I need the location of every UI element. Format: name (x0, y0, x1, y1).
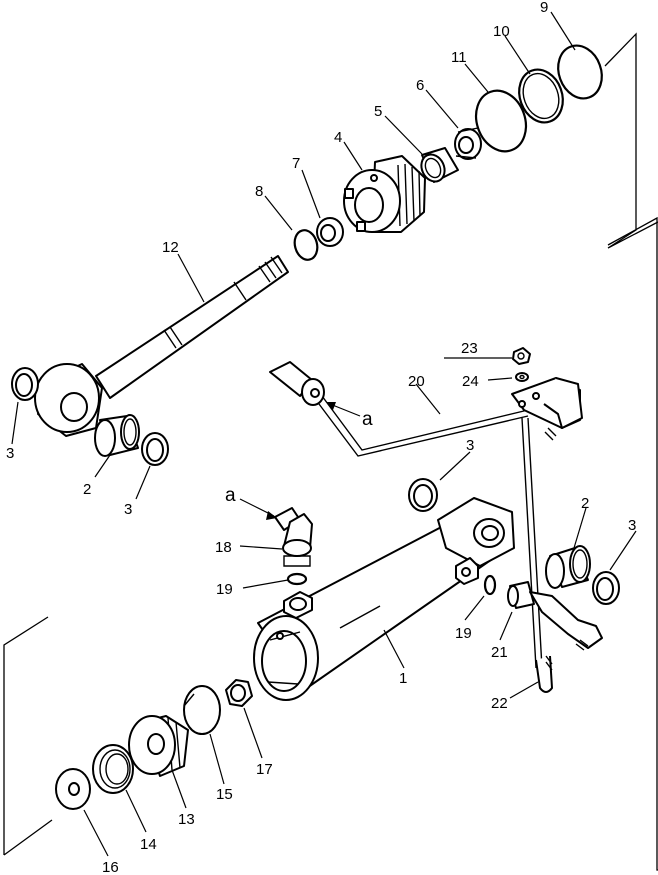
callout-23: 23 (461, 340, 478, 357)
callout-7: 7 (292, 155, 300, 172)
part-17-piston-nut (225, 679, 253, 707)
part-5-bushing (420, 147, 459, 183)
part-21-fitting (507, 581, 603, 651)
callout-6: 6 (416, 77, 424, 94)
callout-3-left: 3 (6, 445, 14, 462)
part-7-wiper-seal (316, 217, 344, 247)
callout-3-middle: 3 (466, 437, 474, 454)
part-3-dust-seal-lower-left (141, 432, 169, 466)
part-4-cylinder-head (343, 155, 426, 233)
part-2-bushing-right (545, 545, 591, 589)
assembly-bracket-lower (3, 616, 53, 856)
callout-18: 18 (215, 539, 232, 556)
callout-17: 17 (256, 761, 273, 778)
reference-arrow-upper: a (326, 402, 373, 430)
callout-16: 16 (102, 859, 119, 875)
part-6-rod-seal (454, 127, 482, 160)
callout-2-right: 2 (581, 495, 589, 512)
callout-24: 24 (462, 373, 479, 390)
callout-3-right: 3 (628, 517, 636, 534)
part-19-o-ring-right (483, 574, 497, 596)
reference-arrow-lower: a (225, 485, 277, 520)
part-9-o-ring (557, 44, 603, 100)
part-24-washer (515, 372, 529, 382)
callout-numbers: 9 10 11 6 5 4 7 8 12 23 24 20 3 2 3 3 2 … (6, 0, 636, 875)
part-8-snap-ring (293, 229, 319, 261)
reference-label-a-upper: a (362, 409, 373, 430)
callout-12: 12 (162, 239, 179, 256)
part-14-piston-seal (92, 744, 134, 794)
callout-22: 22 (491, 695, 508, 712)
part-11-o-ring (474, 89, 528, 153)
callout-15: 15 (216, 786, 233, 803)
callout-10: 10 (493, 23, 510, 40)
part-3-dust-seal-right (592, 571, 620, 605)
part-16-washer (55, 768, 91, 810)
callout-14: 14 (140, 836, 157, 853)
part-18-elbow-fitting (274, 507, 313, 567)
part-2-bushing-left (94, 414, 140, 457)
part-3-dust-seal-left (11, 367, 39, 401)
callout-8: 8 (255, 183, 263, 200)
callout-19-right: 19 (455, 625, 472, 642)
part-20-pipe (269, 361, 583, 457)
callout-9: 9 (540, 0, 548, 16)
callout-5: 5 (374, 103, 382, 120)
callout-3-lower-left: 3 (124, 501, 132, 518)
part-1-cylinder-tube (253, 497, 515, 701)
callout-20: 20 (408, 373, 425, 390)
callout-4: 4 (334, 129, 342, 146)
part-22-u-bolt (521, 417, 553, 693)
part-10-backup-ring (518, 68, 564, 124)
callout-2-left: 2 (83, 481, 91, 498)
callout-1: 1 (399, 670, 407, 687)
callout-19-upper: 19 (216, 581, 233, 598)
reference-label-a-lower: a (225, 485, 236, 506)
part-23-nut (512, 347, 531, 365)
assembly-bracket-upper-lines (604, 32, 658, 249)
assembly-bracket-upper (607, 216, 658, 871)
callout-21: 21 (491, 644, 508, 661)
part-12-piston-rod (34, 255, 289, 437)
part-15-wear-ring (183, 685, 221, 735)
callout-13: 13 (178, 811, 195, 828)
leader-lines (11, 11, 637, 857)
callout-11: 11 (451, 49, 467, 66)
part-13-piston (128, 715, 189, 777)
part-3-dust-seal-middle (408, 478, 438, 512)
part-19-o-ring-upper (286, 572, 308, 586)
